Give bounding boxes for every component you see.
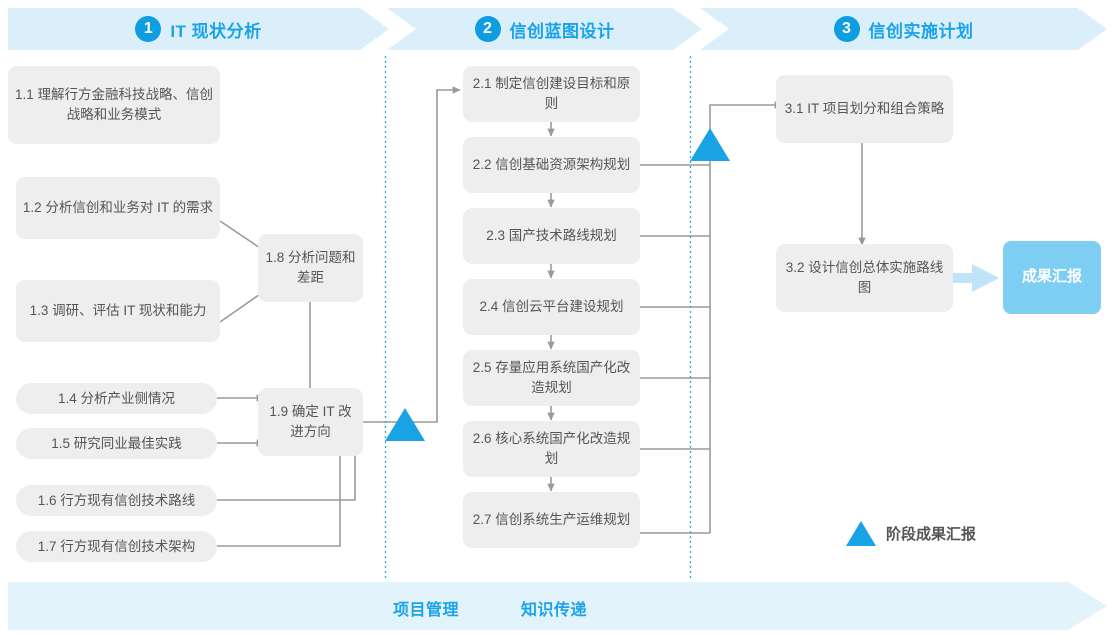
node-2-7[interactable]: 2.7 信创系统生产运维规划 (463, 492, 640, 548)
phase-number-1: 1 (135, 16, 162, 42)
node-3-1[interactable]: 3.1 IT 项目划分和组合策略 (776, 75, 953, 143)
phase-label-2: 信创蓝图设计 (509, 21, 615, 41)
node-2-3[interactable]: 2.3 国产技术路线规划 (463, 208, 640, 264)
phase-segment-3[interactable]: 3 信创实施计划 (700, 8, 1107, 50)
node-1-7[interactable]: 1.7 行方现有信创技术架构 (16, 531, 217, 562)
node-1-6[interactable]: 1.6 行方现有信创技术路线 (16, 485, 217, 516)
milestone-triangle-phase2 (690, 128, 730, 161)
node-3-2[interactable]: 3.2 设计信创总体实施路线图 (776, 244, 953, 312)
phase-segment-2[interactable]: 2 信创蓝图设计 (387, 8, 702, 50)
phase-number-2: 2 (474, 16, 501, 42)
node-2-4[interactable]: 2.4 信创云平台建设规划 (463, 279, 640, 335)
phase-segment-1[interactable]: 1 IT 现状分析 (8, 8, 389, 50)
node-1-2[interactable]: 1.2 分析信创和业务对 IT 的需求 (16, 177, 220, 239)
phase-label-1: IT 现状分析 (170, 21, 262, 41)
phase-header-band: 1 IT 现状分析 2 信创蓝图设计 3 信创实施计划 (8, 8, 1107, 50)
phase-label-3: 信创实施计划 (868, 21, 974, 41)
node-2-1[interactable]: 2.1 制定信创建设目标和原则 (463, 66, 640, 122)
node-1-4[interactable]: 1.4 分析产业侧情况 (16, 383, 217, 414)
legend: 阶段成果汇报 (846, 521, 976, 546)
node-1-9[interactable]: 1.9 确定 IT 改进方向 (258, 388, 363, 456)
bottom-label-project-management: 项目管理 (393, 602, 460, 619)
node-2-5[interactable]: 2.5 存量应用系统国产化改造规划 (463, 350, 640, 406)
phase-number-3: 3 (833, 16, 860, 42)
node-1-3[interactable]: 1.3 调研、评估 IT 现状和能力 (16, 280, 220, 342)
node-1-8[interactable]: 1.8 分析问题和差距 (258, 234, 363, 302)
milestone-triangle-phase1 (385, 408, 425, 441)
node-2-6[interactable]: 2.6 核心系统国产化改造规划 (463, 421, 640, 477)
bottom-label-knowledge-transfer: 知识传递 (521, 602, 588, 619)
triangle-milestone-icon (846, 521, 876, 546)
node-1-1[interactable]: 1.1 理解行方金融科技战略、信创战略和业务模式 (8, 66, 220, 144)
result-badge[interactable]: 成果汇报 (1003, 241, 1101, 314)
node-1-5[interactable]: 1.5 研究同业最佳实践 (16, 428, 217, 459)
node-2-2[interactable]: 2.2 信创基础资源架构规划 (463, 137, 640, 193)
bottom-track-band (8, 582, 1107, 630)
legend-label: 阶段成果汇报 (886, 526, 977, 543)
